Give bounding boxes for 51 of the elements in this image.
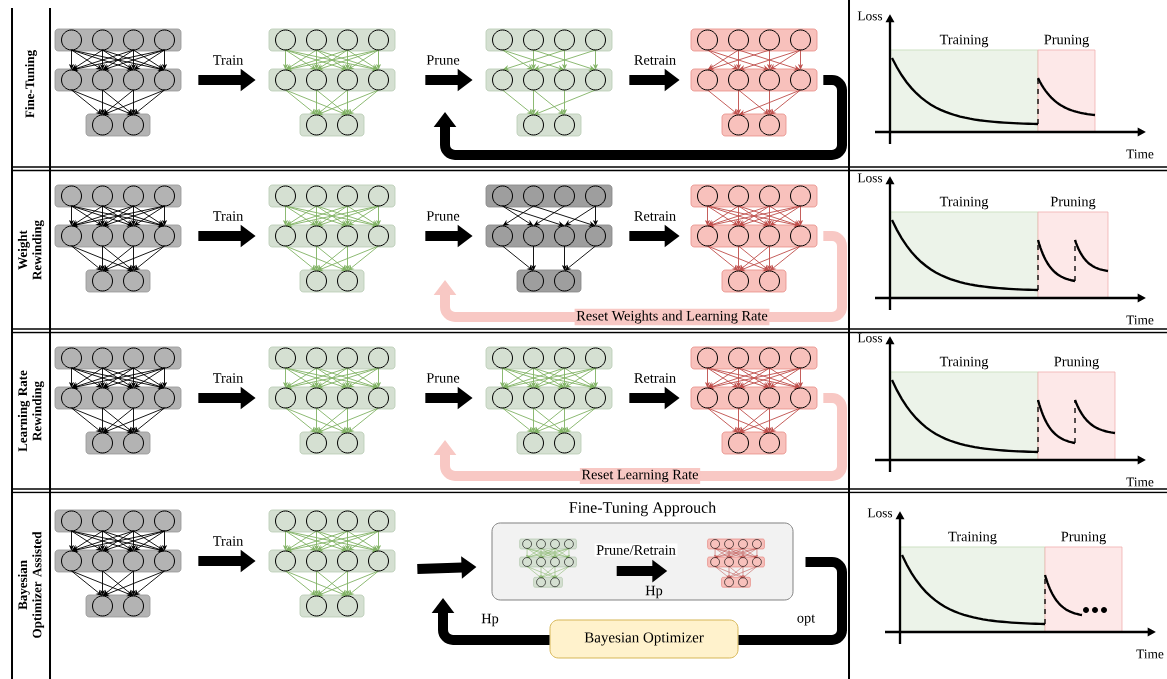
edge-label: Retrain: [632, 371, 678, 385]
region-label: Pruning: [1044, 34, 1089, 48]
region-label: Training: [948, 531, 997, 545]
network-drawing: [485, 184, 613, 293]
edge-label: opt: [795, 612, 817, 628]
optimizer-box: Bayesian Optimizer: [549, 619, 739, 659]
network-drawing: [690, 28, 818, 137]
arrow-label: Hp: [645, 585, 663, 599]
edge-label: Prune: [424, 209, 462, 223]
edge-label: Retrain: [632, 209, 678, 223]
network-drawing: [690, 184, 818, 293]
node-label: Fine-Tuning Approuch: [569, 501, 716, 517]
network-drawing: [268, 28, 396, 137]
network-drawing: [485, 28, 613, 137]
network-drawing: [54, 509, 182, 618]
region-label: Training: [939, 34, 989, 48]
network-drawing: [268, 509, 396, 618]
edge-label: Retrain: [632, 53, 678, 67]
axis-label: Loss: [857, 333, 883, 343]
axis-label: Time: [1126, 477, 1154, 487]
region-label: Pruning: [1054, 356, 1099, 370]
network-drawing: [268, 346, 396, 455]
axis-label: Loss: [857, 173, 883, 183]
axis-label: Loss: [857, 11, 883, 21]
edge-label: Reset Learning Rate: [579, 468, 701, 484]
edge-label: Train: [211, 371, 245, 385]
network-drawing: [268, 184, 396, 293]
region-label: Training: [939, 196, 989, 210]
region-label: Pruning: [1050, 196, 1096, 210]
edge-label: Reset Weights and Learning Rate: [574, 308, 770, 326]
edge-label: Prune: [424, 53, 462, 67]
edge-label: Train: [211, 53, 245, 67]
edge-label: Hp: [479, 612, 501, 628]
network-drawing: [690, 346, 818, 455]
axis-label: Time: [1126, 315, 1154, 325]
network-drawing: [54, 184, 182, 293]
network-drawing: [707, 538, 765, 588]
edge-label: Train: [211, 209, 245, 223]
edge-label: Train: [211, 534, 245, 548]
edge-label: Prune: [424, 371, 462, 385]
network-drawing: [485, 346, 613, 455]
row-label: Fine-Tuning: [25, 50, 37, 118]
network-drawing: [54, 346, 182, 455]
axis-label: Loss: [867, 508, 893, 518]
network-drawing: [519, 538, 577, 588]
region-label: Training: [939, 356, 989, 370]
network-drawing: [54, 28, 182, 137]
arrow: [433, 75, 847, 160]
region-label: Pruning: [1061, 531, 1106, 545]
axis-label: Time: [1126, 149, 1154, 159]
axis-label: Time: [1136, 649, 1164, 659]
